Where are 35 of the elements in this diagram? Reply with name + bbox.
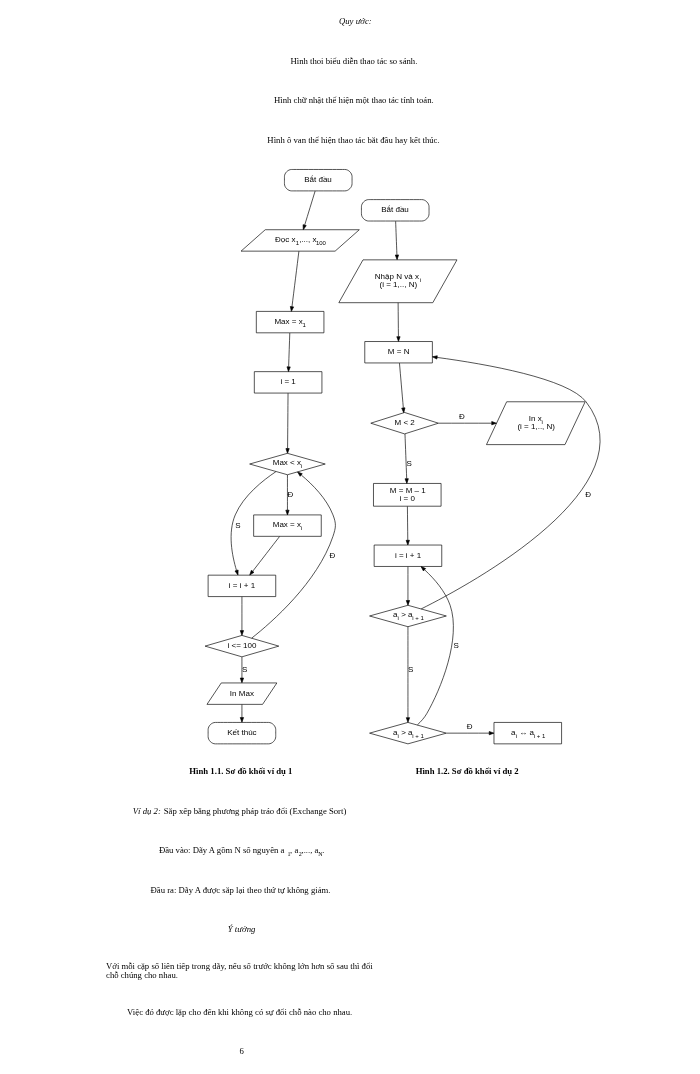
label: 6 (239, 1046, 244, 1057)
arrow (398, 362, 405, 413)
arrow (239, 704, 244, 723)
arrow (395, 302, 400, 342)
arrow (284, 474, 289, 516)
arrow (289, 250, 299, 312)
arrow (416, 566, 454, 726)
label: Đầu ra: Dãy A được sắp lại theo thứ tự không giảm. (150, 885, 330, 896)
label: Quy ước: (338, 15, 372, 26)
arrow (239, 656, 244, 684)
arrow (405, 626, 410, 723)
arrow (405, 506, 410, 546)
label: Đầu vào: Dãy A gồm N số nguyên a$_{1}$, a$_{2}$,..., a$_{N}$. (158, 845, 324, 858)
arrow (405, 566, 410, 606)
arrow (445, 731, 494, 736)
arrow (404, 433, 409, 484)
arrow (230, 471, 276, 576)
arrow (285, 392, 290, 454)
arrow (437, 421, 497, 426)
label: Hình thoi biểu diễn thao tác so sánh. (289, 55, 417, 66)
arrow (394, 220, 399, 260)
arrow (250, 471, 336, 639)
label: Việc đó được lặp cho đến khi không có sự đổi chỗ nào cho nhau. (126, 1006, 352, 1017)
label: Hình ô van thể hiện thao tác bắt đầu hay kết thúc. (266, 134, 440, 145)
arrow (239, 596, 244, 636)
arrow (420, 355, 600, 610)
label: Hình chữ nhật thể hiện một thao tác tính toán. (273, 95, 434, 106)
label: Ý tưởng (227, 924, 255, 935)
arrow (286, 332, 291, 372)
label: Với mỗi cặp số liên tiếp trong dãy, nếu số trước không lớn hơn số sau thì đổi chỗ chúng cho nhau. (105, 961, 373, 981)
label: Ví dụ 2: Sắp xếp bằng phương pháp tráo đổi (Exchange Sort) (132, 805, 346, 816)
arrow (302, 190, 315, 230)
label: Hình 1.1. Sơ đồ khối ví dụ 1 (188, 766, 292, 777)
label: Hình 1.2. Sơ đồ khối ví dụ 2 (415, 766, 519, 777)
arrow (248, 536, 280, 576)
